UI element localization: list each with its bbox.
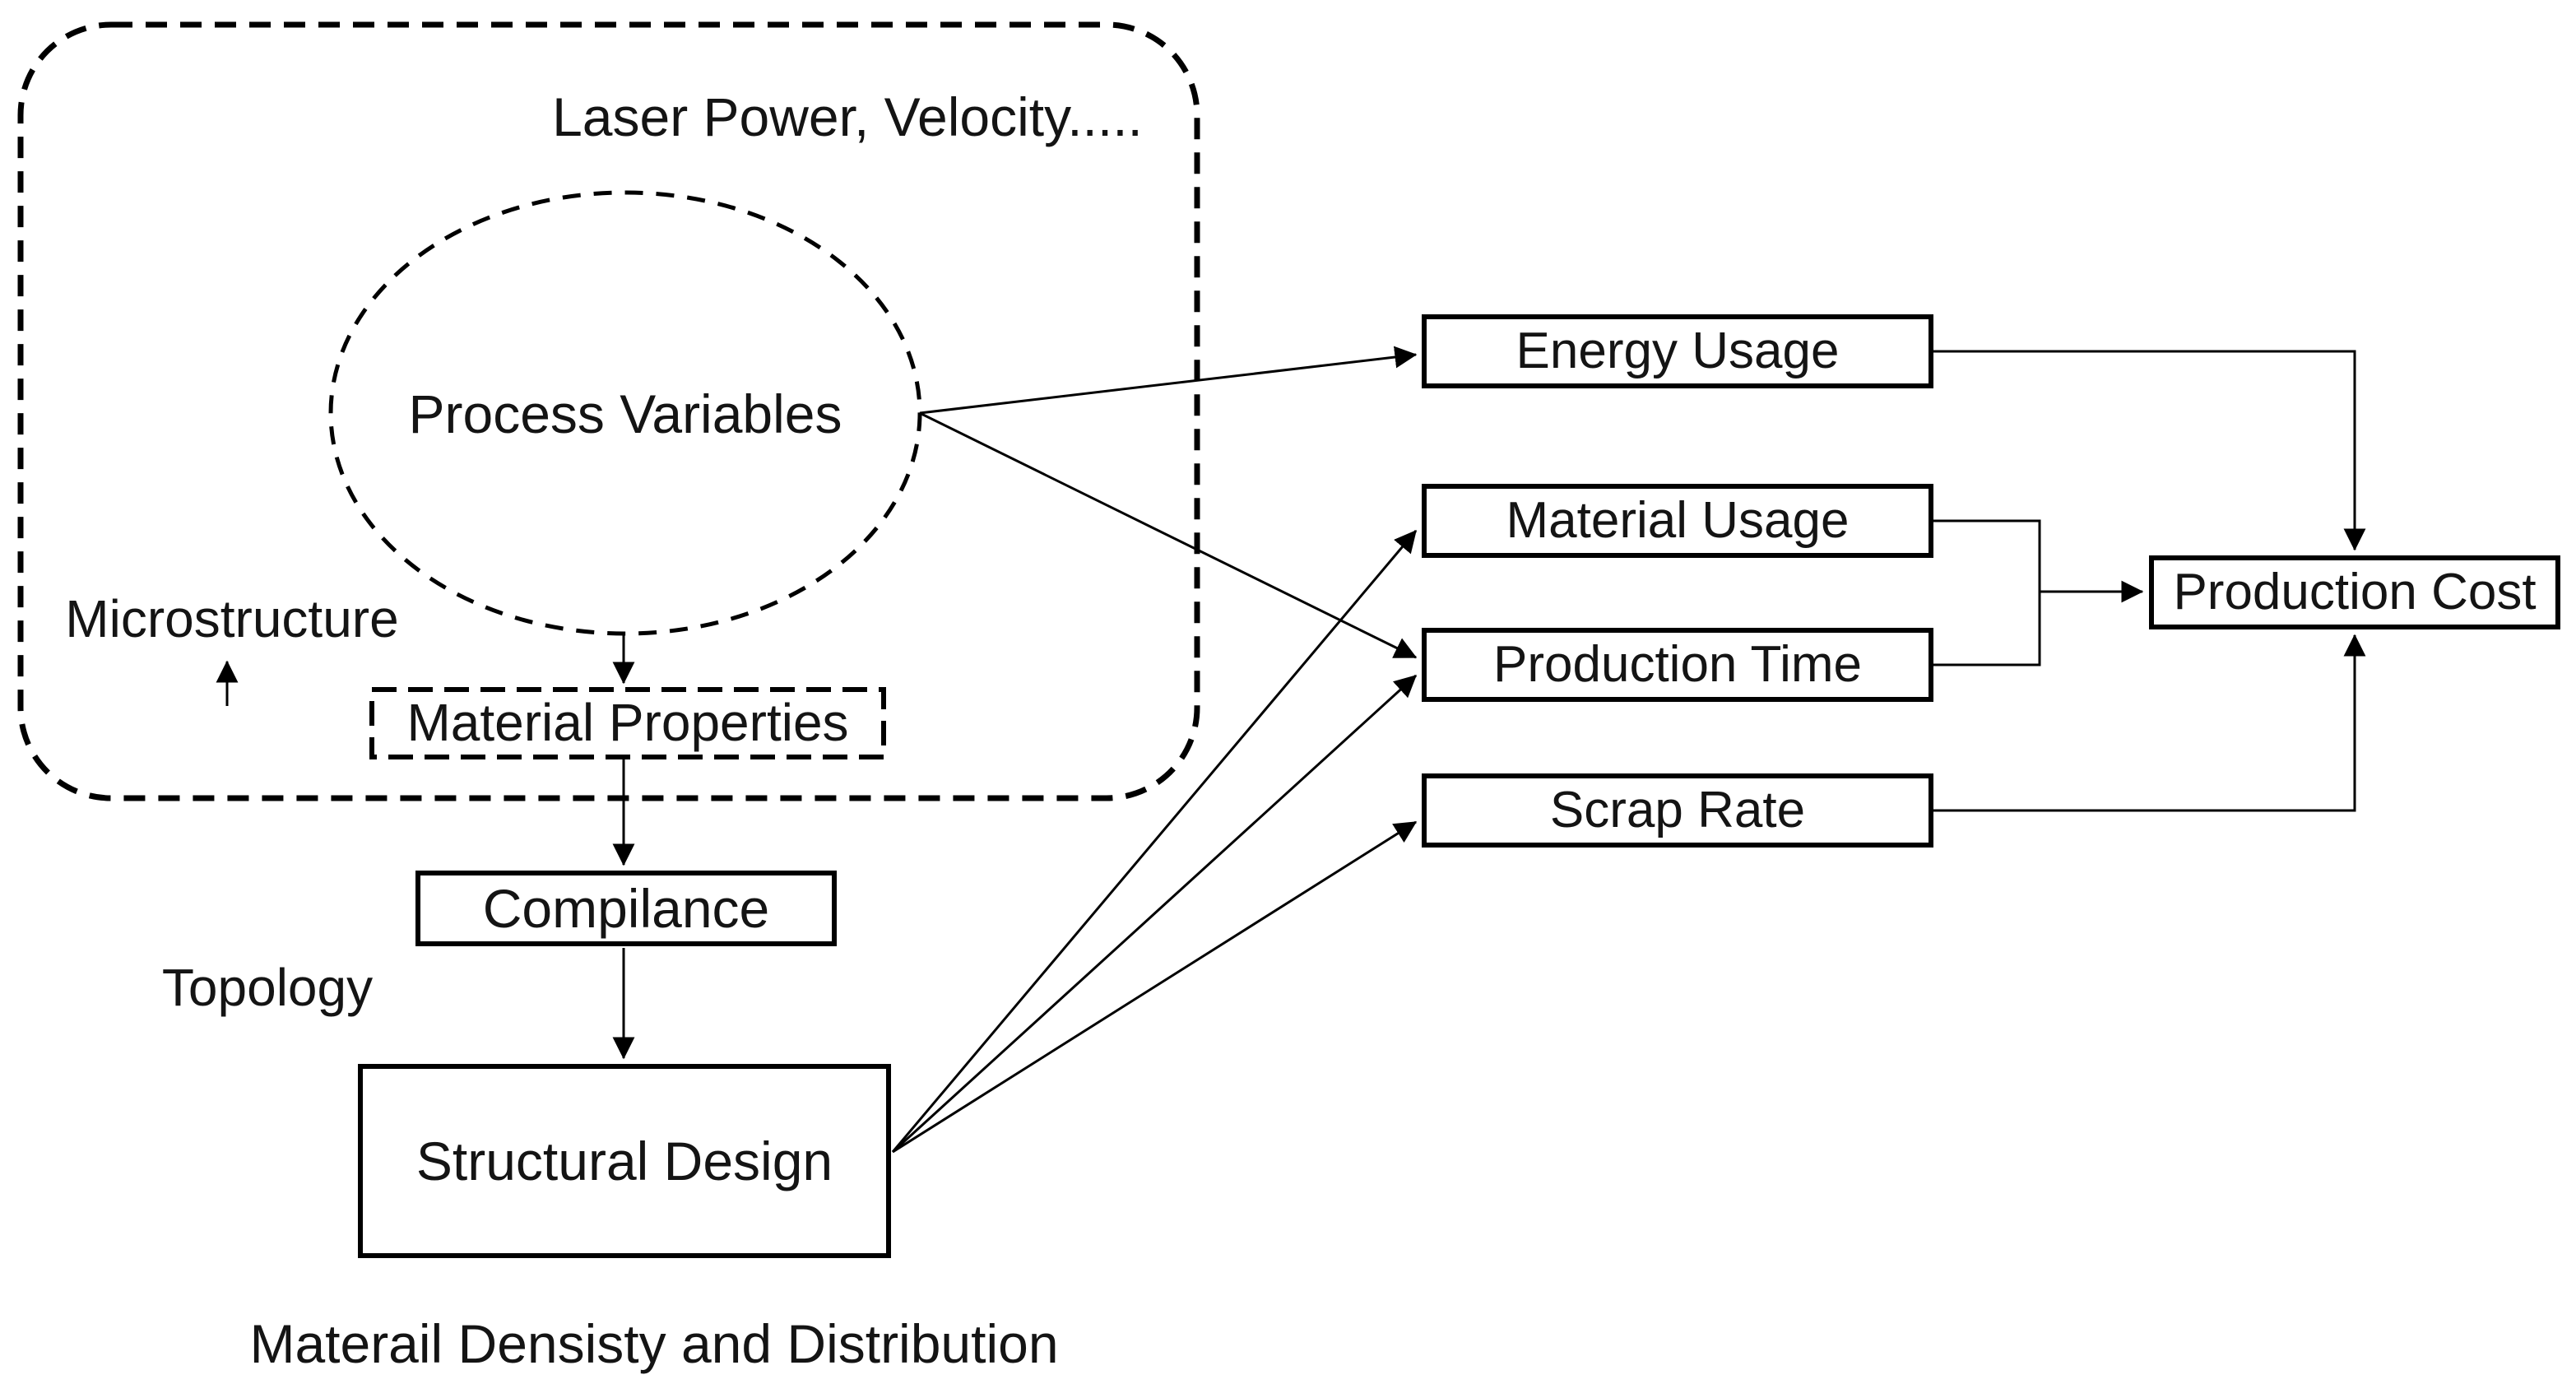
arrow-energy-usage-to-production-cost (1933, 350, 2366, 551)
arrow-structural-design-to-scrap-rate (892, 820, 1418, 1154)
material-density-annotation: Materail Densisty and Distribution (249, 1313, 1059, 1374)
arrow-scrap-rate-to-production-cost (1933, 634, 2366, 812)
bracket-material-usage-production-time (1933, 519, 2041, 666)
arrow-process-variables-to-energy-usage (919, 346, 1418, 415)
arrow-structural-design-to-material-usage (891, 529, 1418, 1153)
topology-label: Topology (161, 958, 374, 1017)
node-scrap-rate: Scrap Rate (1422, 773, 1933, 848)
microstructure-label: Microstructure (65, 589, 399, 648)
node-production-time: Production Time (1422, 628, 1933, 702)
arrow-structural-design-to-production-time (891, 674, 1418, 1154)
arrow-process-variables-to-production-time (919, 411, 1418, 659)
process-boundary-dashed-rect (17, 21, 1200, 801)
node-production-cost: Production Cost (2149, 555, 2560, 629)
node-compilance: Compilance (415, 871, 837, 946)
node-energy-usage: Energy Usage (1422, 314, 1933, 388)
material-properties-label: Material Properties (406, 693, 849, 752)
material-properties-dashed-box (369, 687, 886, 759)
node-material-usage: Material Usage (1422, 484, 1933, 558)
process-variables-label: Process Variables (408, 383, 842, 444)
laser-power-annotation: Laser Power, Velocity..... (552, 86, 1143, 147)
node-structural-design: Structural Design (358, 1064, 891, 1258)
